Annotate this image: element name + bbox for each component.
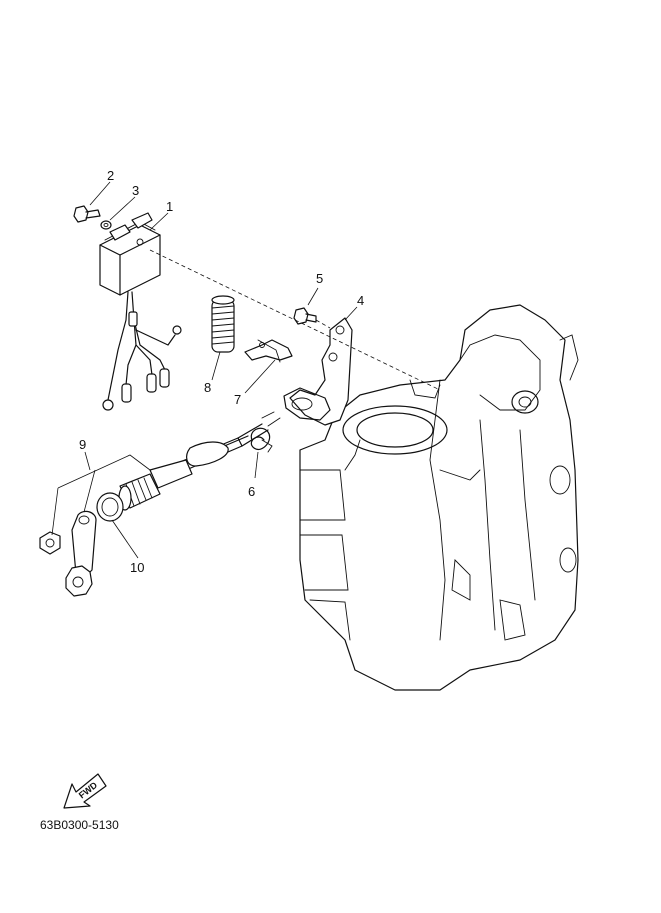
- callout-5: 5: [316, 271, 323, 286]
- part-6-clip: [250, 427, 273, 453]
- part-4-bracket: [283, 317, 353, 426]
- callout-3: 3: [132, 183, 139, 198]
- part-7-clamp: [244, 339, 293, 363]
- callout-10: 10: [130, 560, 144, 575]
- part-10-oring: [96, 492, 124, 522]
- callout-7: 7: [234, 392, 241, 407]
- part-9-nut-lever: [39, 510, 97, 597]
- callout-6: 6: [248, 484, 255, 499]
- callout-9: 9: [79, 437, 86, 452]
- fwd-arrow: FWD: [63, 773, 107, 809]
- leader-lines: [51, 181, 441, 559]
- engine-block: [299, 304, 579, 691]
- part-2-bolt: [73, 205, 101, 223]
- callout-4: 4: [357, 293, 364, 308]
- callout-8: 8: [204, 380, 211, 395]
- diagram-code: 63B0300-5130: [40, 818, 119, 832]
- callout-1: 1: [166, 199, 173, 214]
- part-3-washer: [100, 220, 112, 230]
- callout-labels: 1 2 3 4 5 6 7 8 9 10: [79, 168, 364, 575]
- part-1-cdi-unit: [99, 212, 182, 411]
- part-8-sleeve: [211, 295, 235, 353]
- callout-2: 2: [107, 168, 114, 183]
- part-5-bolt: [293, 307, 317, 325]
- sensor-assembly: [118, 411, 281, 511]
